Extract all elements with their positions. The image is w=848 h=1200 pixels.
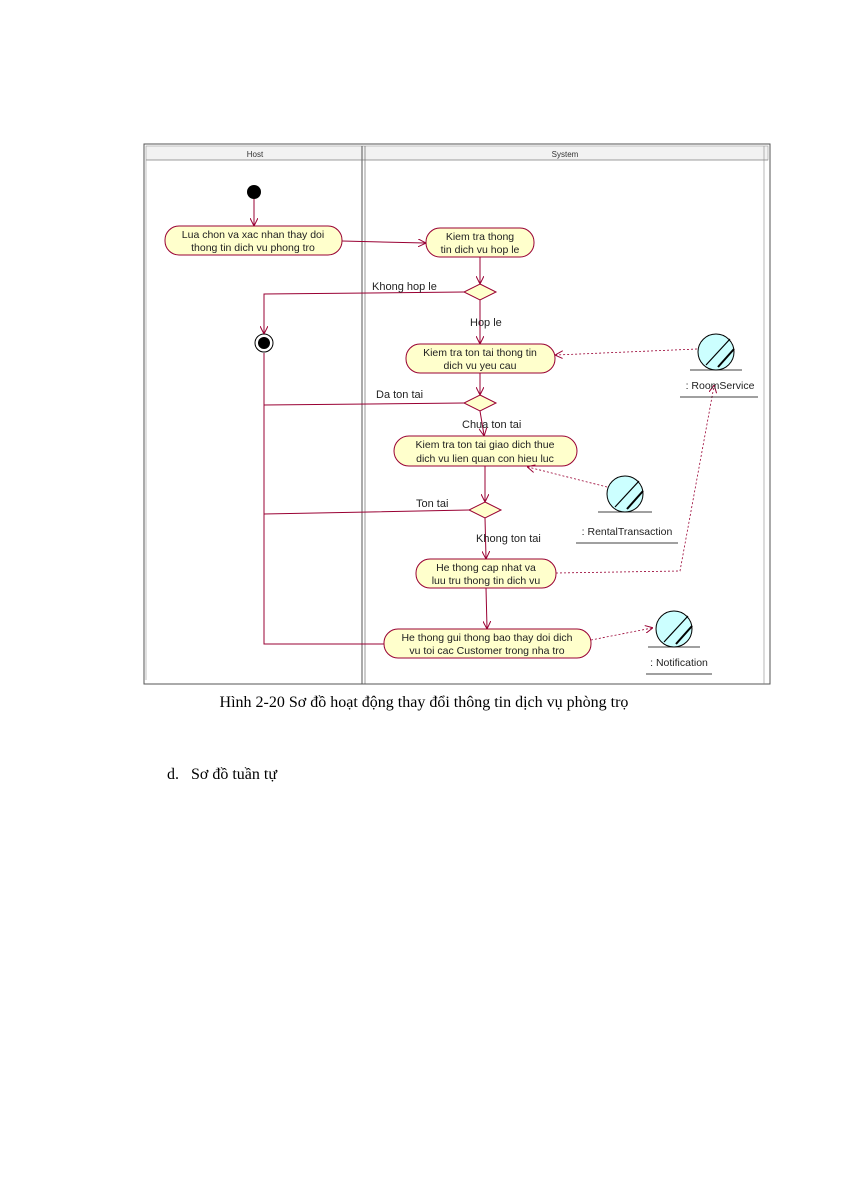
swimlane-frame: Host System	[143, 143, 771, 685]
activity-check-exists: Kiem tra ton tai thong tin dich vu yeu c…	[405, 343, 556, 374]
activity-label-line2: vu toi cac Customer trong nha tro	[409, 645, 564, 657]
activity-update-store: He thong cap nhat va luu tru thong tin d…	[415, 558, 557, 589]
section-heading: d. Sơ đồ tuần tự	[167, 766, 277, 784]
guard-not-valid: Khong hop le	[372, 281, 437, 293]
figure-caption: Hình 2-20 Sơ đồ hoạt động thay đổi thông…	[219, 694, 629, 711]
activity-label-line1: He thong cap nhat va	[436, 562, 536, 574]
activity-label-line2: luu tru thong tin dich vu	[432, 575, 541, 587]
object-flows	[528, 348, 714, 641]
final-node	[254, 333, 274, 353]
activity-check-info: Kiem tra thong tin dich vu hop le	[425, 227, 535, 258]
object-label: : RentalTransaction	[582, 526, 673, 538]
control-flows	[254, 199, 487, 645]
object-label: : RoomService	[686, 380, 755, 392]
activity-label-line1: He thong gui thong bao thay doi dich	[401, 632, 572, 644]
lane-title-system: System	[552, 150, 579, 159]
activity-label-line2: dich vu lien quan con hieu luc	[416, 453, 554, 465]
activity-check-transaction: Kiem tra ton tai giao dich thue dich vu …	[393, 435, 578, 467]
initial-node	[247, 185, 261, 199]
section-number: d.	[167, 766, 179, 783]
activity-label-line1: Kiem tra ton tai giao dich thue	[416, 439, 555, 451]
activity-label-line2: tin dich vu hop le	[441, 244, 520, 256]
activity-label-line2: thong tin dich vu phong tro	[191, 242, 315, 254]
object-rental-transaction: : RentalTransaction	[576, 475, 678, 544]
activity-label-line1: Lua chon va xac nhan thay doi	[182, 229, 324, 241]
activity-select-confirm: Lua chon va xac nhan thay doi thong tin …	[164, 225, 343, 256]
object-label: : Notification	[650, 657, 708, 669]
guard-not-yet-exists: Chua ton tai	[462, 419, 521, 431]
activity-label-line1: Kiem tra ton tai thong tin	[423, 347, 537, 359]
section-title: Sơ đồ tuần tự	[191, 766, 278, 783]
guard-not-exists: Khong ton tai	[476, 533, 541, 545]
activity-label-line1: Kiem tra thong	[446, 231, 514, 243]
object-notification: : Notification	[646, 610, 712, 675]
object-room-service: : RoomService	[680, 333, 758, 398]
activity-diagram: Host System Lua chon va xac nhan thay do…	[143, 143, 771, 685]
guard-already-exists: Da ton tai	[376, 389, 423, 401]
lane-title-host: Host	[247, 150, 264, 159]
activity-send-notice: He thong gui thong bao thay doi dich vu …	[383, 628, 592, 659]
guard-exists: Ton tai	[416, 498, 448, 510]
guard-valid: Hop le	[470, 317, 502, 329]
activity-label-line2: dich vu yeu cau	[444, 360, 517, 372]
